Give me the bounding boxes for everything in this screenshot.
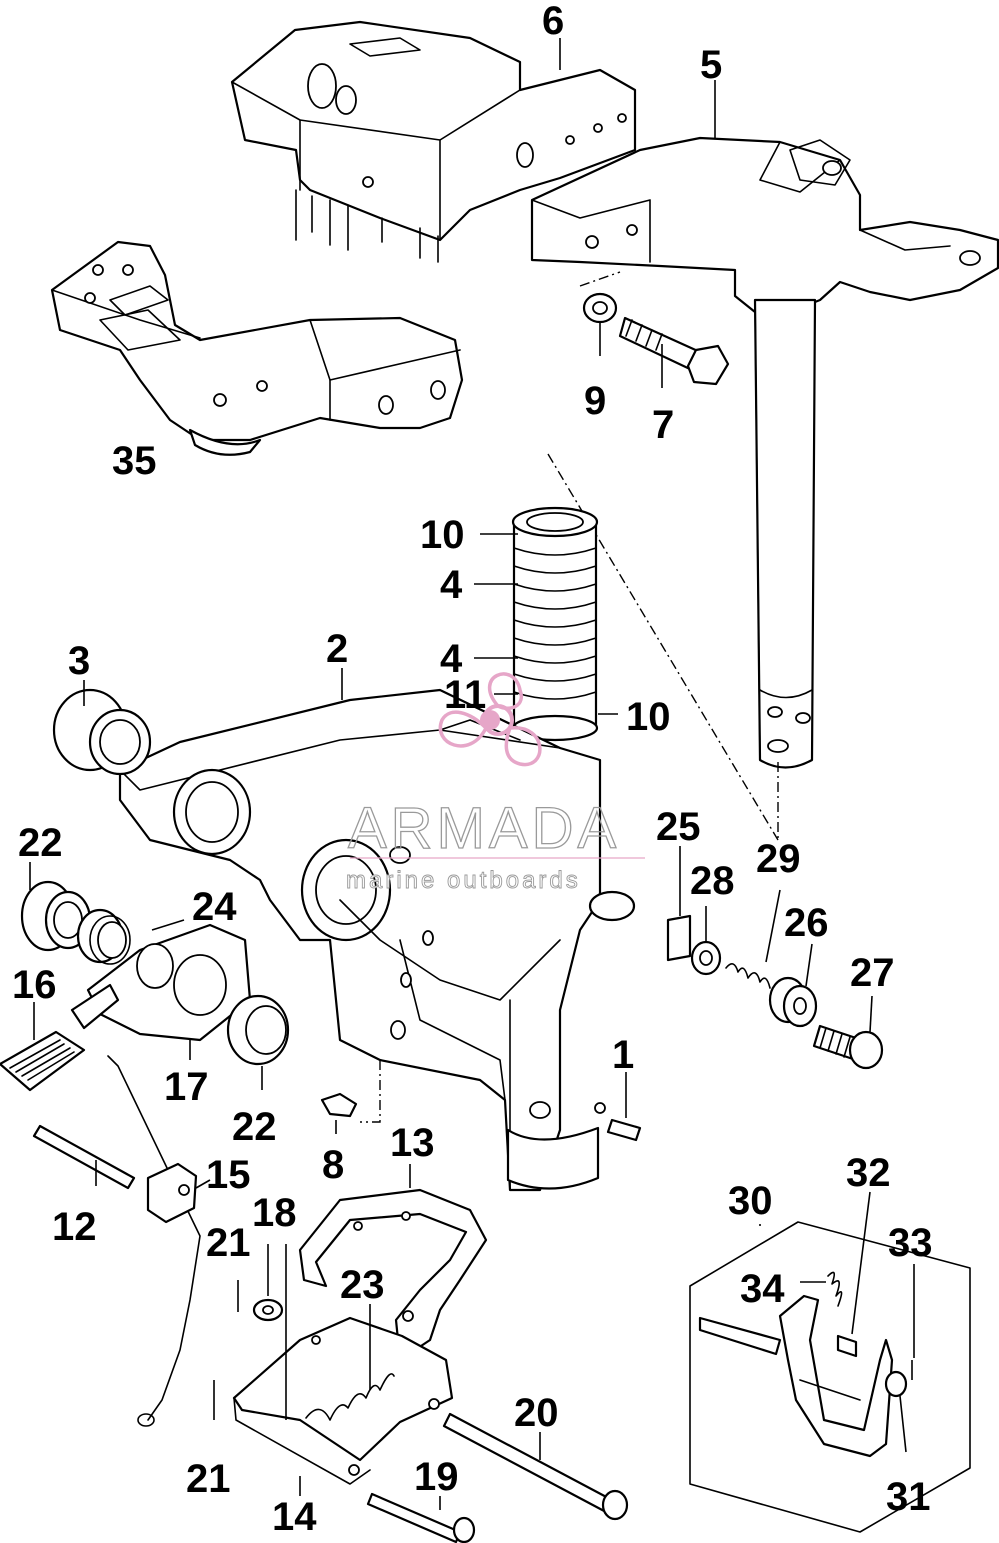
- part-27-bolt: [812, 1024, 884, 1070]
- callout-11: 11: [444, 673, 486, 717]
- part-10-4-11-bushing-stack: [511, 506, 599, 742]
- part-35-mount-bracket: [50, 240, 464, 456]
- callout-21-upper: 21: [206, 1221, 251, 1265]
- callout-29: 29: [756, 837, 801, 881]
- callouts: 6 5 9 7 35 10 4 4 2 3 11 10 25 22 29 28 …: [12, 0, 933, 1539]
- part-8-bolt: [320, 1092, 358, 1118]
- callout-16: 16: [12, 963, 57, 1007]
- part-20-long-pin: [442, 1412, 629, 1521]
- callout-12: 12: [52, 1205, 97, 1249]
- callout-22-right: 22: [232, 1105, 277, 1149]
- callout-4-lower: 4: [440, 637, 463, 681]
- part-3-bushing: [52, 688, 152, 776]
- callout-35: 35: [112, 439, 157, 483]
- part-15-rod-block: [107, 1055, 201, 1427]
- part-13-strap: [298, 1188, 488, 1362]
- callout-4-upper: 4: [440, 563, 463, 607]
- propeller-logo: [438, 672, 542, 767]
- callout-30: 30: [728, 1179, 773, 1223]
- part-22-bushing-right: [226, 994, 290, 1066]
- leader-lines: [29, 38, 915, 1510]
- callout-1: 1: [612, 1033, 634, 1077]
- callout-19: 19: [414, 1455, 459, 1499]
- callout-34: 34: [740, 1267, 785, 1311]
- callout-5: 5: [700, 43, 722, 87]
- part-17-plate: [70, 923, 252, 1042]
- callout-10-top: 10: [420, 513, 465, 557]
- part-7-bolt: [618, 316, 730, 386]
- callout-14: 14: [272, 1495, 317, 1539]
- callout-17: 17: [164, 1065, 209, 1109]
- part-22-bushing-left: [20, 880, 92, 952]
- part-29-spring: [725, 963, 771, 989]
- callout-7: 7: [652, 403, 674, 447]
- part-30-kit-box: [689, 1221, 971, 1533]
- part-26-knob: [768, 976, 818, 1028]
- callout-18: 18: [252, 1191, 297, 1235]
- callout-2: 2: [326, 627, 348, 671]
- part-16-pad: [0, 1030, 86, 1092]
- part-14-tilt-lock: [232, 1316, 454, 1485]
- callout-31: 31: [886, 1475, 931, 1519]
- part-18-washer: [252, 1298, 284, 1322]
- callout-15: 15: [206, 1153, 251, 1197]
- callout-8: 8: [322, 1143, 344, 1187]
- part-9-washer: [582, 292, 618, 324]
- callout-22-left: 22: [18, 821, 63, 865]
- callout-25: 25: [656, 805, 701, 849]
- armada-watermark: ARMADA marine outboards: [346, 672, 645, 894]
- part-5-swivel-shaft: [530, 136, 999, 841]
- part-23-spring: [305, 1373, 395, 1421]
- watermark-tagline: marine outboards: [346, 867, 581, 894]
- part-2-stern-bracket: [118, 688, 636, 1192]
- callout-26: 26: [784, 901, 829, 945]
- watermark-brand: ARMADA: [348, 796, 620, 861]
- part-1-fitting: [606, 1118, 642, 1142]
- callout-27: 27: [850, 951, 895, 995]
- part-28-washer: [690, 940, 722, 976]
- callout-23: 23: [340, 1263, 385, 1307]
- part-24-spring: [76, 908, 131, 965]
- callout-33: 33: [888, 1221, 933, 1265]
- part-25-tab: [666, 914, 692, 962]
- callout-24: 24: [192, 885, 237, 929]
- callout-10-bottom: 10: [626, 695, 671, 739]
- callout-3: 3: [68, 639, 90, 683]
- callout-9: 9: [584, 379, 606, 423]
- callout-21-lower: 21: [186, 1457, 231, 1501]
- part-12-pin: [32, 1124, 136, 1190]
- callout-13: 13: [390, 1121, 435, 1165]
- part-19-pin: [366, 1492, 476, 1543]
- callout-20: 20: [514, 1391, 559, 1435]
- callout-28: 28: [690, 859, 735, 903]
- callout-6: 6: [542, 0, 564, 43]
- callout-32: 32: [846, 1151, 891, 1195]
- part-6-upper-bracket: [230, 20, 637, 263]
